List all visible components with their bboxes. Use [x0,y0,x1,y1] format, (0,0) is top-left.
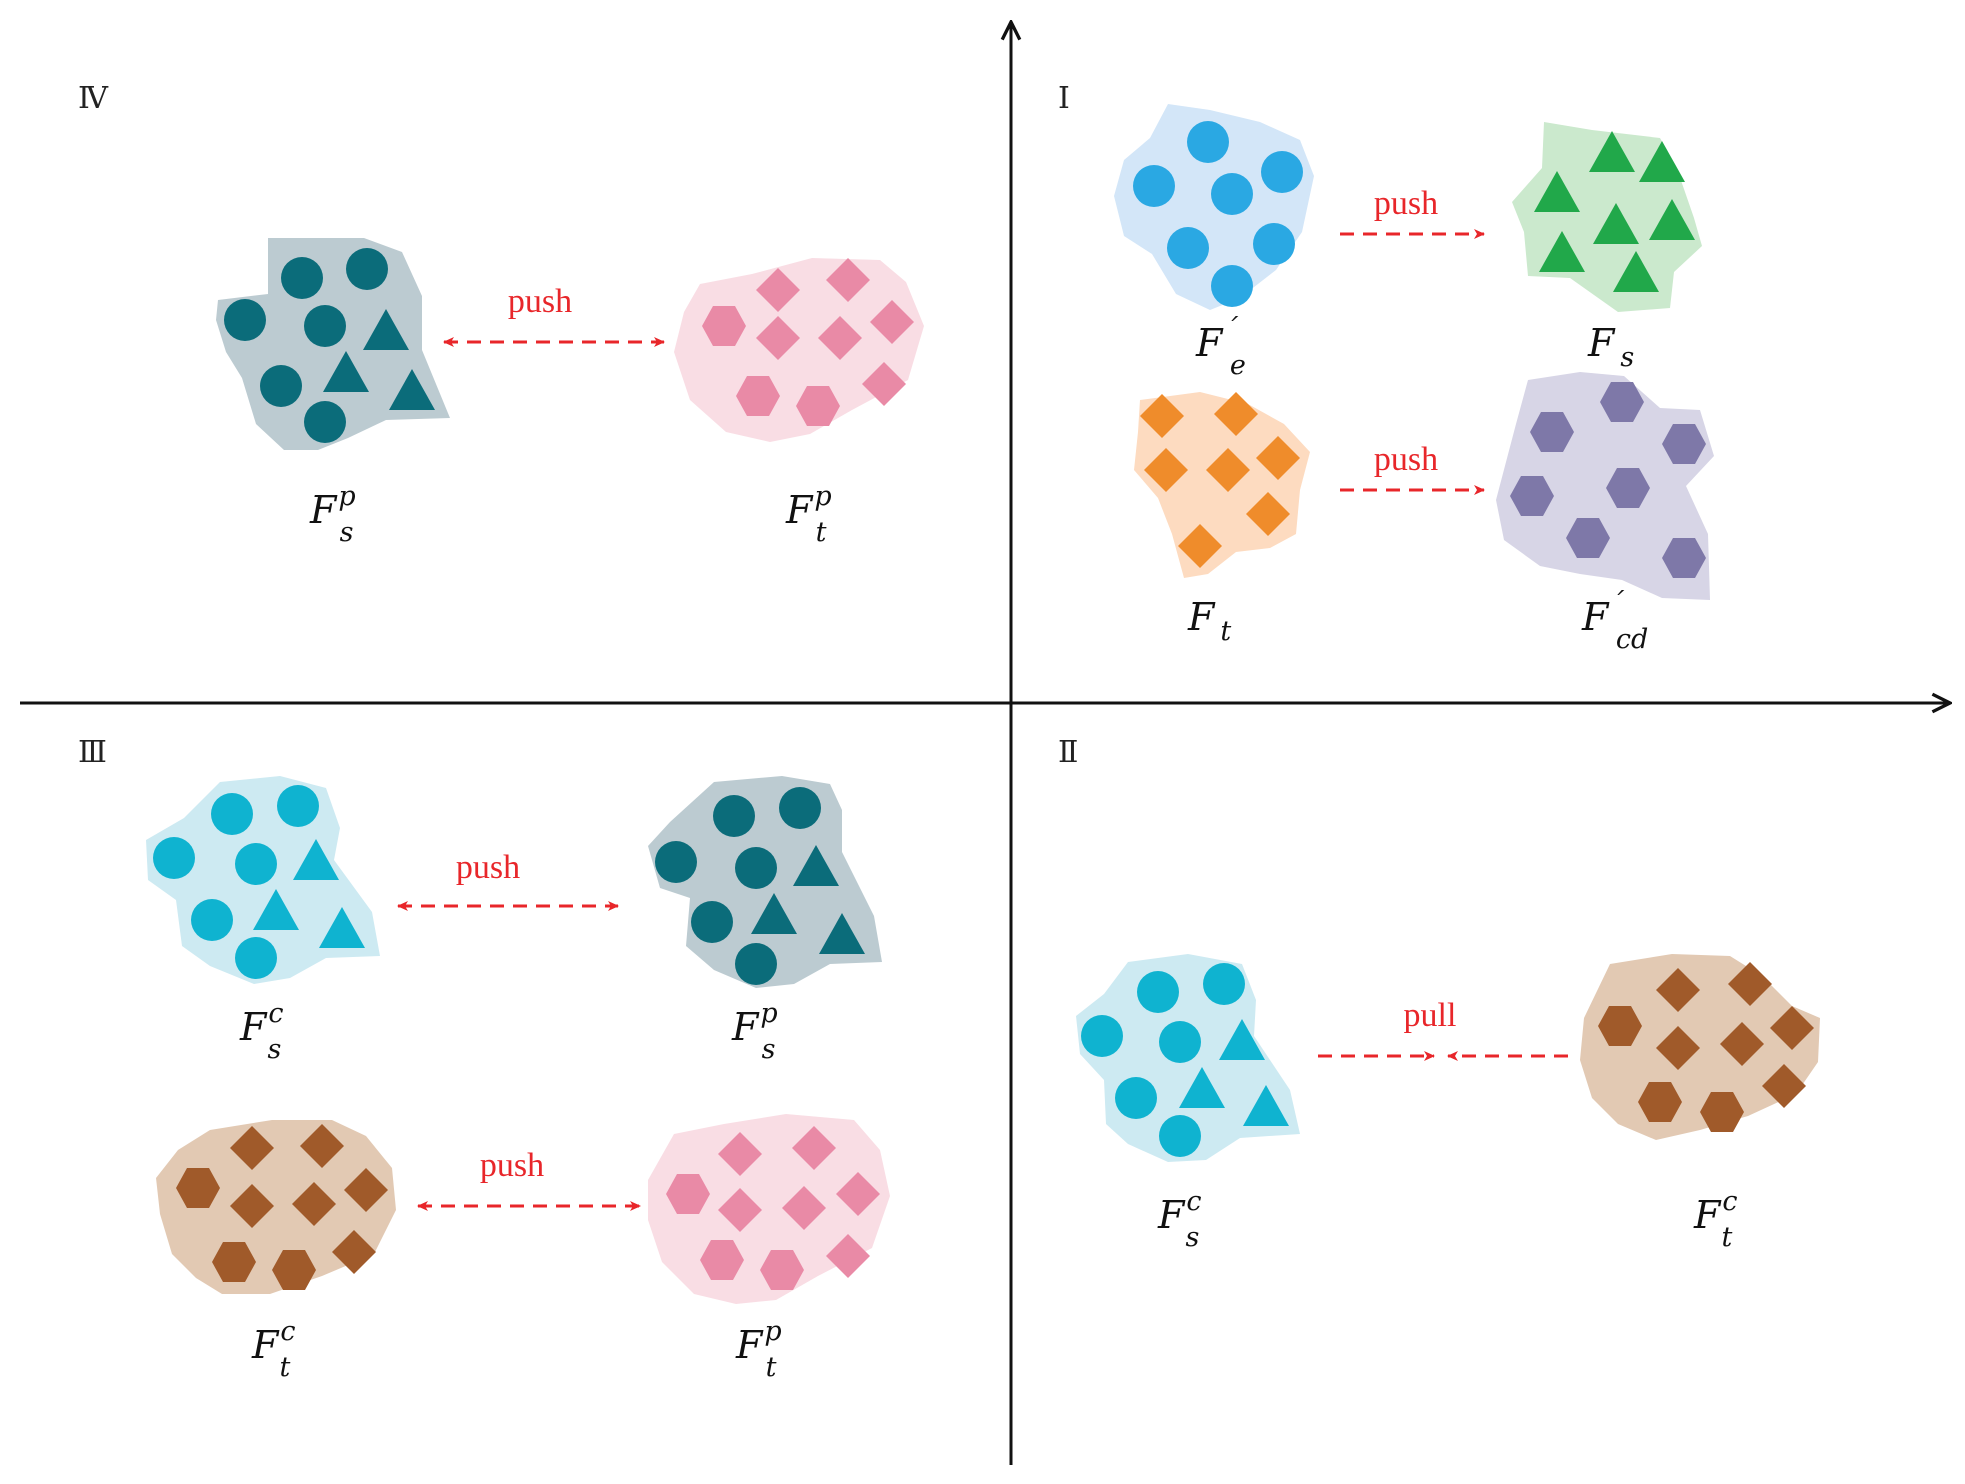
cluster-fs-q1 [1512,122,1702,312]
relation-label-q4: push [508,283,572,320]
cluster-fe-q1 [1114,104,1314,310]
relation-label-q2: pull [1404,997,1457,1034]
cluster-fsc-q3 [146,776,380,984]
cluster-ftc-q2 [1580,954,1820,1140]
cluster-ftp-q4 [674,258,924,442]
quadrant-label-iv: Ⅳ [78,81,109,116]
relation-label-q3-top: push [456,849,520,886]
quadrant-label-iii: Ⅲ [78,735,107,770]
math-label-fcd-q1: F´cd [1581,588,1648,655]
quadrant-label-i: Ⅰ [1058,81,1070,116]
cluster-fsp-q3 [648,776,882,988]
cluster-ft-q1 [1134,392,1310,578]
cluster-fsc-q2 [1076,954,1300,1162]
relation-label-q1-top: push [1374,185,1438,222]
math-label-fe-q1: F´e [1195,314,1246,381]
relation-label-q1-bottom: push [1374,441,1438,478]
cluster-fcd-q1 [1496,372,1714,600]
cluster-ftp-q3 [648,1114,890,1304]
cluster-ftc-q3 [156,1120,396,1294]
cluster-fsp-q4 [216,238,450,450]
relation-label-q3-bottom: push [480,1147,544,1184]
quadrant-label-ii: Ⅱ [1058,735,1078,770]
